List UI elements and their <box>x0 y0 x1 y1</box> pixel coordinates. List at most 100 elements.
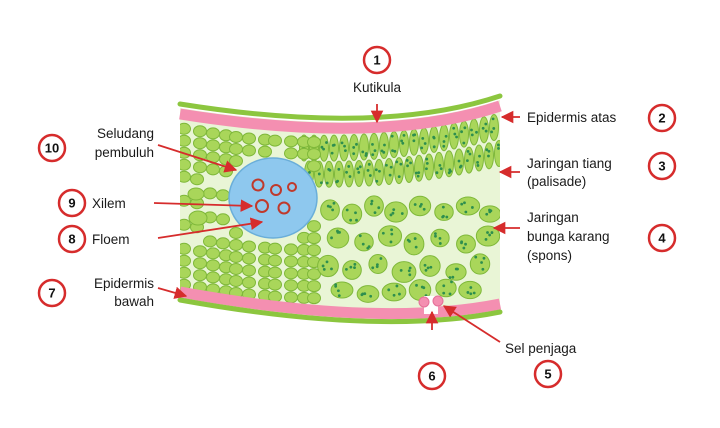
palisade-cell <box>339 134 349 162</box>
parenchyma-cell <box>229 274 243 287</box>
parenchyma-cell <box>284 279 298 292</box>
palisade-cell <box>429 125 439 153</box>
parenchyma-cell <box>242 252 256 265</box>
badge-5: 5 <box>533 359 563 389</box>
chloroplast <box>408 239 411 243</box>
parenchyma-cell <box>229 238 243 251</box>
chloroplast <box>422 286 426 290</box>
parenchyma-cell <box>193 257 207 270</box>
chloroplast <box>460 202 464 206</box>
chloroplast <box>460 241 463 245</box>
chloroplast <box>374 168 378 172</box>
chloroplast <box>337 289 340 293</box>
chloroplast <box>463 201 466 205</box>
chloroplast <box>373 211 377 215</box>
chloroplast <box>357 171 361 174</box>
chloroplast <box>389 165 393 169</box>
chloroplast <box>345 208 349 212</box>
palisade-cell <box>419 127 429 155</box>
chloroplast <box>490 231 494 234</box>
label-jaringan-bunga-line1: Jaringan <box>527 210 579 225</box>
parenchyma-cell <box>242 264 256 277</box>
spongy-cell <box>445 263 467 281</box>
chloroplast <box>487 149 491 153</box>
badge-3-number: 3 <box>658 159 665 174</box>
chloroplast <box>353 262 357 266</box>
lower-epidermis-layer <box>179 286 502 320</box>
chloroplast <box>354 211 357 215</box>
palisade-cell <box>329 134 339 162</box>
spongy-cell <box>341 203 363 225</box>
chloroplast <box>330 236 333 240</box>
chloroplast <box>448 276 452 279</box>
palisade-cell <box>324 160 334 188</box>
chloroplast <box>392 293 396 297</box>
chloroplast <box>455 135 458 139</box>
chloroplast <box>391 211 395 215</box>
chloroplast <box>469 292 473 296</box>
parenchyma-cell <box>268 242 282 255</box>
chloroplast <box>338 231 341 234</box>
chloroplast <box>325 141 328 144</box>
chloroplast <box>375 263 379 267</box>
chloroplast <box>397 175 401 179</box>
chloroplast <box>487 154 490 158</box>
parenchyma-cell <box>284 267 298 280</box>
spongy-cell <box>356 285 380 303</box>
chloroplast <box>340 141 344 145</box>
chloroplast <box>464 242 467 246</box>
badge-2-number: 2 <box>658 111 665 126</box>
badge-6: 6 <box>417 361 447 391</box>
label-epidermis-atas: Epidermis atas <box>527 110 617 125</box>
label-jaringan-bunga-line3: (spons) <box>527 248 572 263</box>
badge-9-number: 9 <box>68 196 75 211</box>
chloroplast <box>366 246 370 250</box>
chloroplast <box>425 157 429 161</box>
parenchyma-cell <box>180 158 191 171</box>
chloroplast <box>442 214 445 218</box>
chloroplast <box>326 204 330 208</box>
chloroplast <box>445 215 449 219</box>
chloroplast <box>358 165 362 169</box>
palisade-cell <box>479 116 489 144</box>
chloroplast <box>395 284 399 288</box>
chloroplast <box>420 146 424 150</box>
badge-1: 1 <box>362 45 392 75</box>
chloroplast <box>463 126 467 130</box>
chloroplast <box>377 206 381 210</box>
parenchyma-cell <box>180 242 191 255</box>
chloroplast <box>442 284 446 288</box>
chloroplast <box>364 152 368 155</box>
chloroplast <box>441 205 445 209</box>
parenchyma-cell <box>206 163 220 176</box>
chloroplast <box>373 149 377 153</box>
chloroplast <box>497 143 500 147</box>
spongy-cell <box>320 199 340 221</box>
xylem-vessel <box>277 201 291 215</box>
label-jaringan-bunga-line2: bunga karang <box>527 229 610 244</box>
chloroplast <box>485 212 489 216</box>
chloroplast <box>481 126 485 130</box>
chloroplast <box>370 199 374 203</box>
parenchyma-cell <box>284 255 298 268</box>
spongy-cell <box>342 260 362 280</box>
parenchyma-cell <box>258 145 272 158</box>
chloroplast <box>343 149 347 153</box>
parenchyma-cell <box>206 271 220 284</box>
chloroplast <box>421 136 425 140</box>
xylem-vessel <box>255 199 269 213</box>
parenchyma-cell <box>203 187 217 200</box>
chloroplast <box>478 154 481 158</box>
chloroplast <box>466 149 470 153</box>
spongy-cell <box>475 225 500 247</box>
spongy-cell <box>403 232 425 256</box>
chloroplast <box>486 231 489 234</box>
chloroplast <box>363 292 367 296</box>
chloroplast <box>435 171 439 175</box>
parenchyma-cell <box>242 144 256 157</box>
chloroplast <box>400 139 404 143</box>
spongy-cell <box>326 227 350 249</box>
spongy-cell <box>469 253 491 275</box>
parenchyma-cell <box>206 139 220 152</box>
